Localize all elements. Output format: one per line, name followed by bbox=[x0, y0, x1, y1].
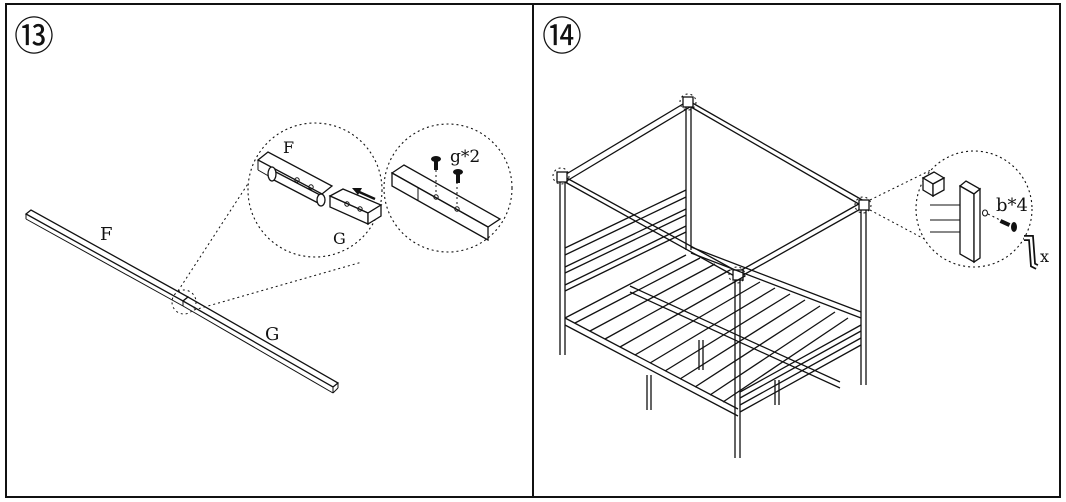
step-13-panel: ⑬ F G bbox=[14, 14, 513, 394]
arrow-left-icon bbox=[352, 188, 376, 201]
corner-callout bbox=[679, 93, 697, 111]
step-number-14: ⑭ bbox=[542, 14, 582, 60]
label-part-g: G bbox=[265, 324, 279, 345]
label-zoom-g: G bbox=[333, 229, 346, 248]
label-zoom-f: F bbox=[283, 138, 294, 157]
label-tool-x: x bbox=[1040, 247, 1049, 266]
screw-icon bbox=[431, 156, 441, 170]
label-screw-count-b: b*4 bbox=[996, 195, 1028, 216]
joint-callout bbox=[171, 289, 197, 315]
zoom-detail-screws bbox=[383, 123, 513, 253]
allen-key-icon bbox=[1024, 235, 1039, 270]
zoom-detail-corner bbox=[915, 150, 1033, 268]
corner-callout bbox=[728, 266, 746, 284]
step-number-13: ⑬ bbox=[14, 14, 54, 60]
rail-g bbox=[181, 296, 340, 394]
label-screw-count-g: g*2 bbox=[450, 147, 480, 167]
corner-callout bbox=[854, 196, 872, 214]
corner-callout bbox=[552, 167, 570, 185]
screw-icon bbox=[999, 219, 1017, 232]
leader-line-bottom bbox=[193, 261, 363, 311]
screw-icon bbox=[453, 169, 463, 183]
leader-line-top bbox=[869, 167, 936, 201]
zoom-detail-connector bbox=[247, 122, 383, 258]
label-part-f: F bbox=[100, 224, 113, 245]
canopy-bed-frame bbox=[556, 96, 870, 458]
step-14-panel: ⑭ bbox=[542, 14, 1049, 458]
